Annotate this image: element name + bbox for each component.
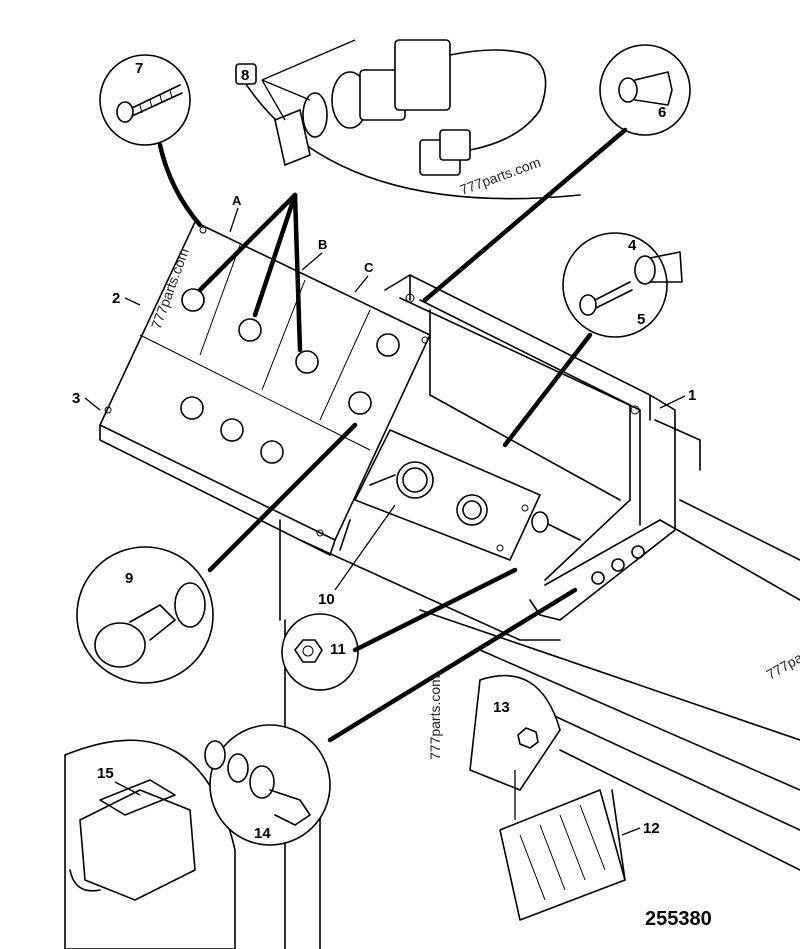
callout-14: 14 [254,825,271,842]
callout-13: 13 [493,699,510,716]
callout-8: 8 [241,67,249,84]
callout-12: 12 [643,820,660,837]
callout-1: 1 [688,387,696,404]
callout-7: 7 [135,60,143,77]
console-housing [384,274,701,621]
section-letter-b: B [318,237,327,252]
callout-6: 6 [658,104,666,121]
callout-9: 9 [125,570,133,587]
sub-panel [353,428,581,562]
screw-detail-7 [99,54,203,228]
callout-labels: 1 2 3 4 5 6 7 8 9 10 11 12 13 14 15 A B … [72,60,696,842]
callout-2: 2 [112,290,120,307]
section-letter-c: C [364,260,374,275]
lamp-detail-9 [76,422,358,684]
watermark-3: 777parts.com [427,675,443,760]
watermark-1: 777parts.com [458,154,543,198]
callout-4: 4 [628,237,637,254]
callout-15: 15 [97,765,114,782]
cab-floor-structure [279,499,800,949]
connector-detail-15 [64,739,236,949]
ecu-detail-12-13 [469,674,626,921]
switch-detail-14 [204,587,578,846]
keyswitch-detail [197,39,581,353]
switch-panel [98,220,432,556]
callout-5: 5 [637,311,645,328]
callout-3: 3 [72,390,80,407]
nut-detail-11 [281,567,518,691]
screw-plug-detail-4-5 [502,232,683,448]
watermark-4: 777pa [764,649,800,682]
plug-detail-6 [422,44,691,303]
callout-11: 11 [330,641,346,658]
callout-10: 10 [318,591,335,608]
section-letter-a: A [232,193,242,208]
drawing-number: 255380 [645,908,712,930]
